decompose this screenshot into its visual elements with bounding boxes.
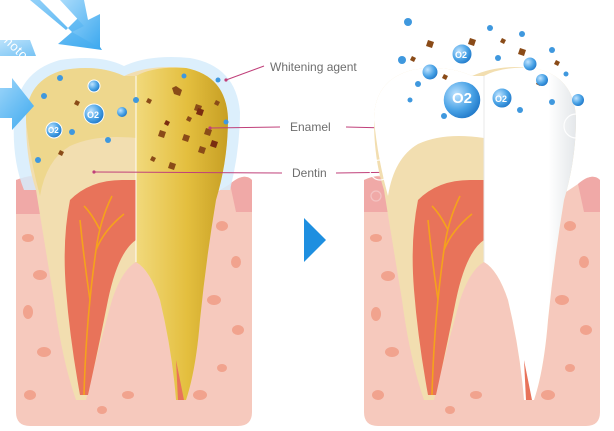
root-vessels-right: [427, 195, 473, 396]
gum-edge-right: [230, 176, 252, 212]
oxygen-bubble-icon: O2: [455, 50, 468, 60]
right-root-canal-2: [524, 360, 532, 400]
enamel-label: Enamel: [290, 120, 331, 134]
gum-edge-right-right: [578, 176, 600, 212]
oxygen-bubbles-left: [35, 73, 229, 163]
whitening-agent-label: Whitening agent: [270, 60, 357, 74]
oxygen-bubble-icon: O2: [87, 110, 100, 120]
root-vessels-left: [79, 195, 125, 396]
oxygen-bubble-icon: O2: [452, 90, 473, 107]
dark-stain-particles: [164, 108, 218, 148]
right-panel-whitened-tooth: [364, 18, 600, 426]
white-enamel-right-half: [484, 67, 576, 401]
play-triangle-icon: [304, 218, 326, 262]
gum-edge-right-left: [364, 176, 388, 212]
sparkle-rings: [369, 103, 589, 202]
oxygen-bubble-icon: O2: [495, 94, 508, 104]
bone-spots-right: [370, 221, 592, 414]
light-arrow-icon: [0, 0, 102, 130]
pulp-left: [64, 180, 136, 395]
stain-particles: [58, 86, 220, 170]
left-panel-stained-tooth: [0, 0, 252, 426]
dentin-label: Dentin: [292, 166, 327, 180]
oxygen-bubbles-right: [398, 18, 584, 120]
right-root-canal: [176, 360, 184, 400]
oxygen-bubble-icon: O2: [48, 126, 59, 135]
pulp-right: [412, 180, 484, 395]
stained-enamel-left-half: [26, 68, 136, 196]
bone-spots-left: [22, 221, 244, 414]
